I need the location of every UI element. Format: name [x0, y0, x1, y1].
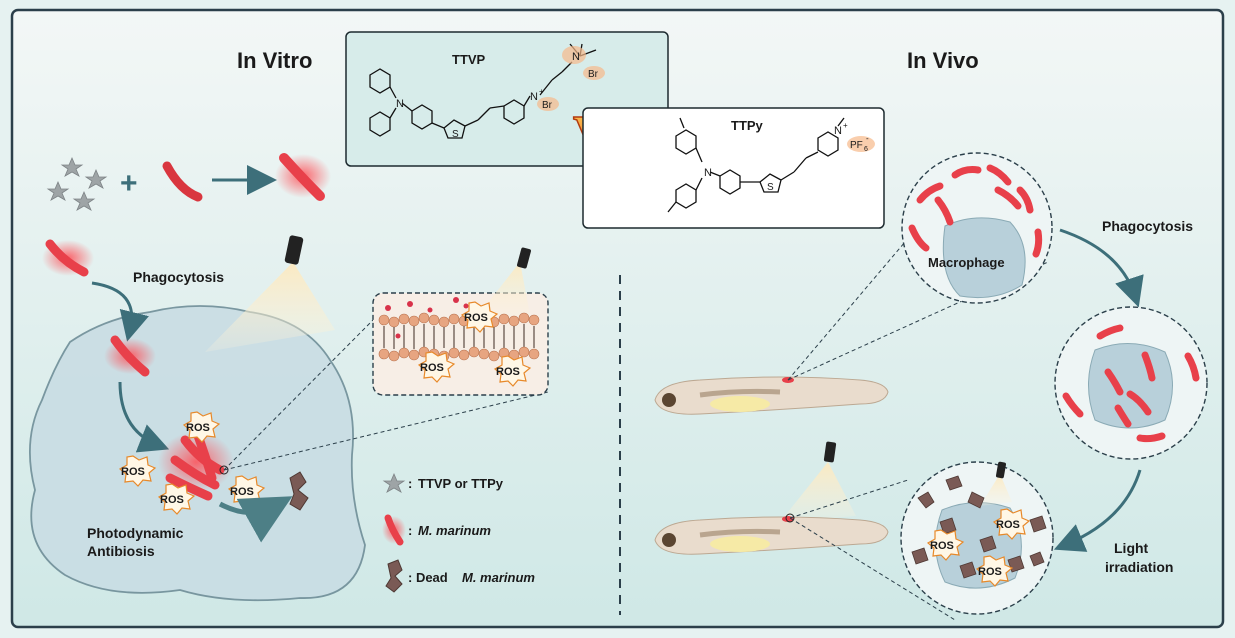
ros-label-1: ROS: [186, 422, 210, 434]
bacterium-incoming: [45, 239, 89, 277]
phagocytosis-label-vitro: Phagocytosis: [133, 269, 224, 285]
ttpy-name: TTPy: [731, 118, 764, 133]
legend-bact-prefix: :: [408, 523, 412, 538]
light-beam-fish: [780, 462, 856, 522]
zoom-circle-killed: ROS ROS ROS: [900, 461, 1054, 615]
ros-burst-2: ROS: [118, 455, 157, 487]
legend-star-icon: [382, 472, 406, 493]
phagocytosis-label-vivo: Phagocytosis: [1102, 218, 1193, 234]
photodynamic-label-line2: Antibiosis: [87, 543, 155, 559]
torch-icon: [284, 235, 304, 265]
ttvp-atom-s: S: [452, 129, 459, 140]
photodynamic-label-line1: Photodynamic: [87, 525, 184, 541]
ttvp-name: TTVP: [452, 52, 486, 67]
ttpy-pf-charge: -: [866, 134, 869, 143]
ros-burst-vivo-2: ROS: [926, 529, 965, 561]
in-vivo-title: In Vivo: [907, 48, 979, 73]
arrow-kill: [218, 496, 293, 543]
ros-label-4: ROS: [230, 486, 254, 498]
arrow-phagocytosis-vitro: [91, 281, 149, 342]
ros-burst-membrane-1: ROS: [460, 301, 499, 333]
dye-molecules: [385, 297, 469, 339]
bacterium-plain: [162, 161, 203, 202]
ros-label-3: ROS: [160, 494, 184, 506]
ttpy-atom-n: N: [704, 167, 712, 179]
bacteria-engulfed-vivo: [1062, 324, 1200, 443]
light-label-line2: irradiation: [1105, 559, 1173, 575]
zoom-origin-vivo: [785, 513, 795, 523]
ros-burst-membrane-3: ROS: [493, 355, 532, 387]
zoom-line-1: [223, 317, 376, 471]
ros-label-membrane-1: ROS: [464, 312, 488, 324]
ttvp-atom-n: N: [396, 98, 404, 110]
legend-bact-text: M. marinum: [418, 523, 491, 538]
ros-label-2: ROS: [121, 466, 145, 478]
ttvp-atom-n-plus: N: [530, 91, 538, 103]
bacterium-stained: [279, 153, 325, 201]
membrane-zoom-box: ROS ROS ROS: [372, 247, 549, 396]
bacterium-engulfed: [110, 335, 150, 377]
legend-star-text: TTVP or TTPy: [418, 476, 504, 491]
ros-burst-vivo-1: ROS: [992, 508, 1031, 540]
ttpy-skeleton: [667, 117, 845, 213]
ros-burst-3: ROS: [157, 483, 196, 515]
bacteria-around-macrophage: [908, 164, 1043, 258]
lipid-tails: [383, 324, 535, 349]
torch-icon-fish: [823, 441, 837, 463]
zoom-line-vivo-2: [787, 261, 1049, 381]
ros-burst-1: ROS: [182, 411, 221, 443]
ttvp-charge: +: [539, 87, 544, 96]
light-beam-vitro: [205, 262, 335, 352]
stars-group: [46, 156, 108, 211]
dead-bacteria-vivo: [911, 475, 1047, 579]
ros-label-membrane-3: ROS: [496, 366, 520, 378]
zoom-origin-vitro: [219, 465, 229, 475]
legend-dead-icon: [385, 559, 403, 593]
ttvp-br-2: Br: [588, 69, 599, 80]
light-label-line1: Light: [1114, 540, 1149, 556]
bacteria-cluster: [165, 425, 225, 501]
ros-label-vivo-3: ROS: [978, 566, 1002, 578]
zoom-circle-engulfed: [1054, 306, 1208, 460]
zoom-line-vivo-4: [789, 517, 956, 621]
in-vitro-title: In Vitro: [237, 48, 312, 73]
legend-dead-prefix: : Dead: [408, 570, 448, 585]
zebrafish-bottom: [654, 516, 889, 555]
ttpy-pf: PF: [850, 140, 863, 151]
ttpy-structure-box: TTPy N S N + PF 6 -: [582, 107, 885, 229]
torch-icon-circle: [995, 461, 1007, 479]
ttpy-atom-s: S: [767, 182, 774, 193]
arrow-irradiation: [1053, 469, 1142, 552]
legend-bacterium-icon: [384, 514, 404, 546]
legend: : TTVP or TTPy : M. marinum : Dead M. ma…: [382, 472, 535, 593]
ros-label-vivo-1: ROS: [996, 519, 1020, 531]
arrow-phagocytosis-vivo: [1059, 228, 1144, 308]
zebrafish-top: [654, 376, 889, 415]
zoom-circle-macrophage: Macrophage: [901, 152, 1053, 304]
ros-burst-membrane-2: ROS: [417, 351, 456, 383]
ttpy-atom-n-plus: N: [834, 125, 842, 137]
ros-burst-vivo-3: ROS: [975, 555, 1014, 587]
ttpy-charge: +: [843, 121, 848, 130]
ros-label-membrane-2: ROS: [420, 362, 444, 374]
dead-bacteria-vitro: [289, 471, 309, 511]
plus-sign: +: [120, 167, 138, 200]
ttpy-pf-sub: 6: [864, 146, 868, 153]
ros-label-vivo-2: ROS: [930, 540, 954, 552]
legend-star-prefix: :: [408, 476, 412, 491]
legend-dead-text: M. marinum: [462, 570, 535, 585]
macrophage-label: Macrophage: [928, 255, 1005, 270]
ttvp-br-1: Br: [542, 100, 553, 111]
arrow-internalize: [118, 381, 170, 453]
zoom-line-vivo-1: [787, 241, 906, 381]
ttvp-atom-n-quat: N: [572, 51, 580, 63]
